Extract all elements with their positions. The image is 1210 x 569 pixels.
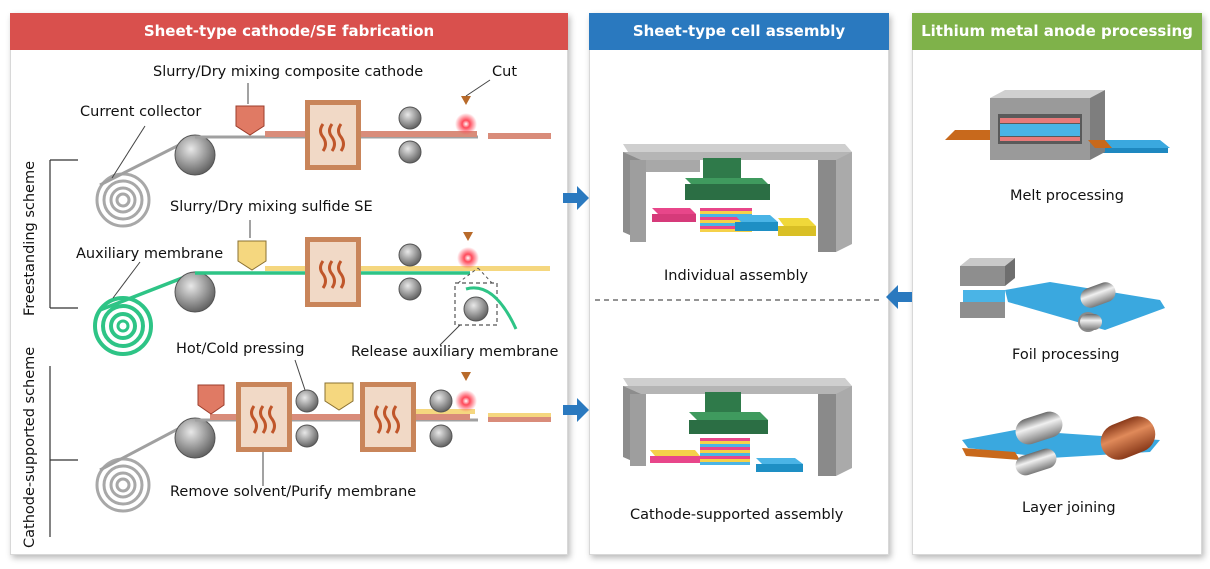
melt-processing-device: [945, 90, 1170, 160]
label-remove-solvent: Remove solvent/Purify membrane: [170, 484, 417, 500]
cathode-hopper: [235, 105, 265, 136]
freestanding-se-line: [93, 220, 550, 356]
individual-assembly-device: [623, 144, 852, 252]
label-hot-cold-pressing: Hot/Cold pressing: [176, 341, 305, 357]
label-current-collector: Current collector: [80, 104, 202, 120]
laser-cut: [455, 113, 477, 135]
foil-processing-device: [960, 258, 1165, 332]
freestanding-cathode-line: [95, 79, 551, 228]
se-layer: [265, 266, 550, 271]
fabrication-header: Sheet-type cathode/SE fabrication: [10, 13, 568, 50]
arrow-to-individual: [563, 186, 589, 210]
cut-marker: [461, 96, 471, 105]
arrow-from-anode: [886, 285, 912, 309]
arrow-to-cathode-supported: [563, 398, 589, 422]
label-slurry-se: Slurry/Dry mixing sulfide SE: [170, 199, 373, 215]
label-melt-processing: Melt processing: [1010, 188, 1124, 204]
label-individual-assembly: Individual assembly: [664, 268, 809, 284]
release-detail-box: [454, 282, 498, 326]
fabrication-panel: [10, 13, 568, 555]
label-release-membrane: Release auxiliary membrane: [351, 344, 559, 360]
flow-arrows: [563, 186, 912, 422]
cell-assembly-header: Sheet-type cell assembly: [589, 13, 889, 50]
label-freestanding-scheme: Freestanding scheme: [22, 160, 38, 316]
cathode-supported-line: [95, 359, 551, 513]
scheme-brackets: [49, 159, 78, 537]
label-cathode-supported-assembly: Cathode-supported assembly: [630, 507, 844, 523]
label-cathode-supported-scheme: Cathode-supported scheme: [22, 346, 38, 548]
label-cut: Cut: [492, 64, 517, 80]
cathode-supported-assembly-device: [623, 378, 852, 476]
layer-joining-device: [962, 411, 1160, 476]
label-layer-joining: Layer joining: [1022, 500, 1116, 516]
se-hopper: [237, 240, 267, 271]
label-foil-processing: Foil processing: [1012, 347, 1120, 363]
anode-header: Lithium metal anode processing: [912, 13, 1202, 50]
label-slurry-cathode: Slurry/Dry mixing composite cathode: [153, 64, 424, 80]
label-auxiliary-membrane: Auxiliary membrane: [76, 246, 224, 262]
drying-oven: [303, 98, 363, 172]
cathode-layer: [265, 131, 477, 137]
